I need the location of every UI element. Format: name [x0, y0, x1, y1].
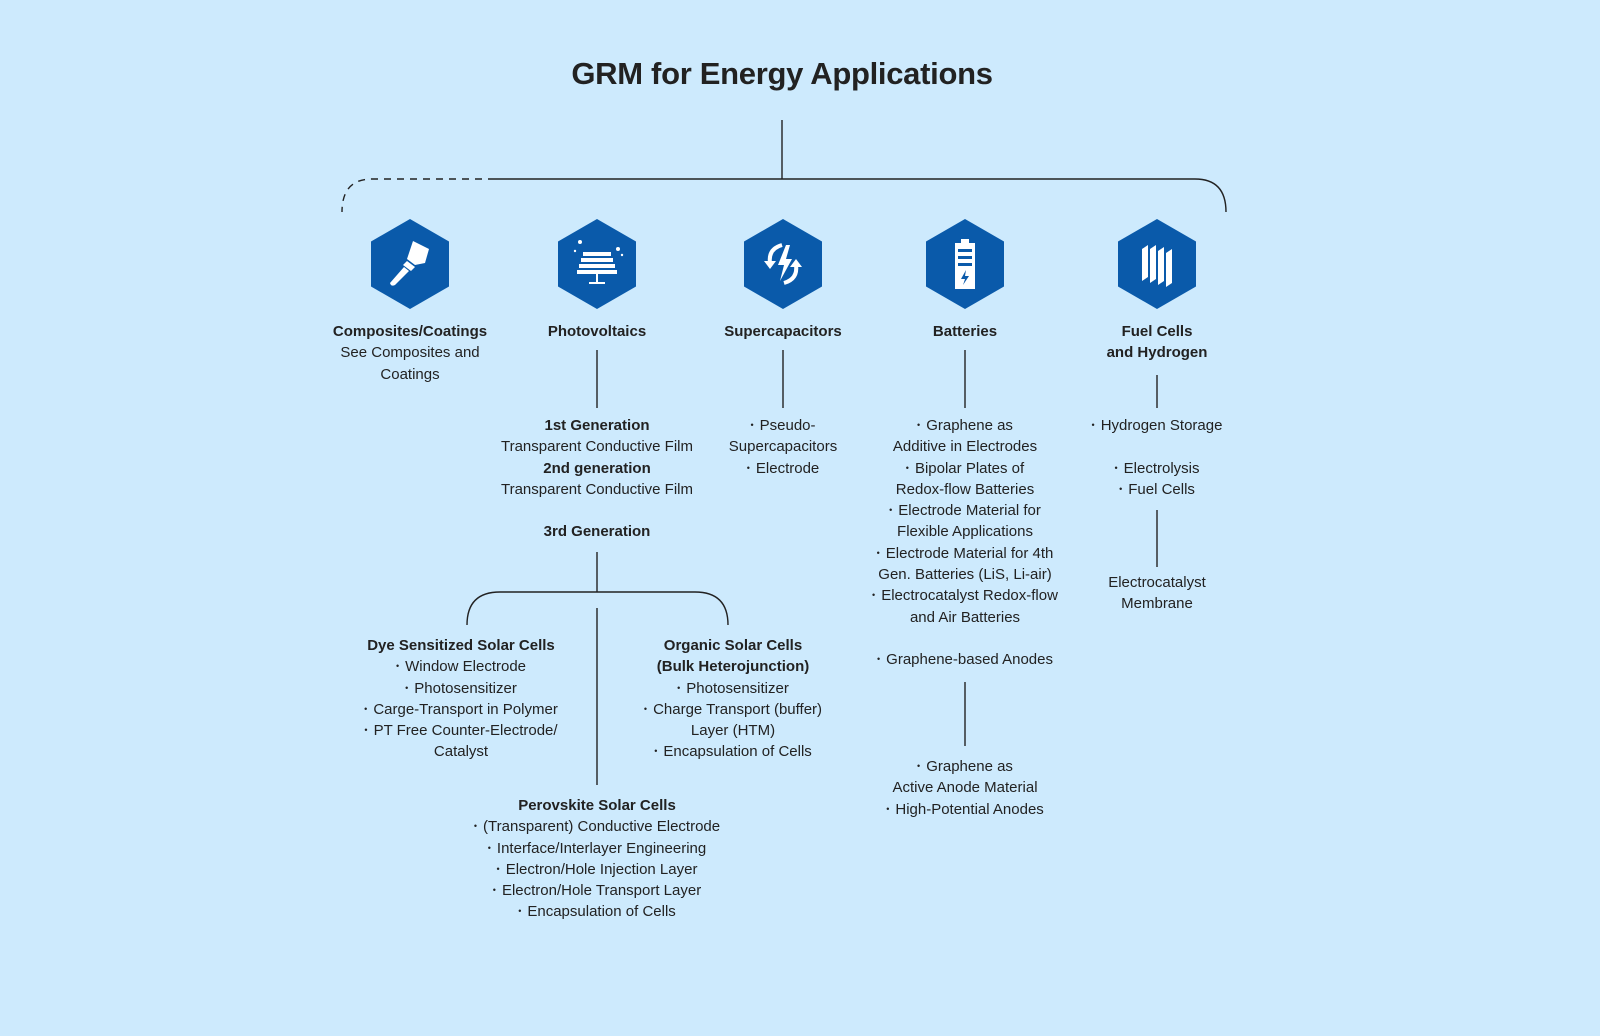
text-line: Transparent Conductive Film	[500, 480, 694, 498]
diagram-title: GRM for Energy Applications	[571, 56, 993, 91]
heading-text: Dye Sensitized Solar Cells	[367, 637, 555, 654]
solar-panel-icon	[558, 219, 636, 309]
fuel-cell-plates-icon	[1118, 219, 1196, 309]
text-line: Flexible Applications	[897, 523, 1033, 541]
category-label-fuel-cells: Fuel Cells and Hydrogen	[1027, 321, 1287, 364]
text-line: See Composites and	[340, 344, 480, 362]
text-line: Membrane	[1121, 595, 1193, 613]
battery-items: Graphene as Additive in ElectrodesBipolar…	[835, 415, 1095, 671]
hexagon-supercapacitors	[744, 219, 822, 309]
bullet-item: Electron/Hole Injection Layer	[467, 859, 727, 880]
bullet-item: Graphene-based Anodes	[835, 649, 1095, 670]
hexagon-photovoltaics	[558, 219, 636, 309]
supercapacitor-items: Pseudo- SupercapacitorsElectrode	[653, 415, 913, 479]
bullet-item: Hydrogen Storage	[1027, 415, 1287, 436]
heading-text: 2nd generation	[543, 459, 651, 477]
bullet-item: PT Free Counter-Electrode/	[331, 720, 591, 741]
bullet-item: Photosensitizer	[331, 678, 591, 699]
bullet-item: Electrode Material for 4th	[835, 543, 1095, 564]
dye-sensitized-solar-cells: Dye Sensitized Solar CellsWindow Electro…	[331, 635, 591, 763]
bullet-item: Electrode	[653, 458, 913, 479]
bullet-item: Graphene as	[835, 415, 1095, 436]
category-label-photovoltaics: Photovoltaics	[467, 321, 727, 342]
heading-text: and Hydrogen	[1106, 344, 1208, 362]
dashed-branch	[341, 178, 495, 213]
bullet-item: Electrolysis	[1027, 458, 1287, 479]
category-label-supercapacitors: Supercapacitors	[653, 321, 913, 342]
bullet-item: Window Electrode	[331, 656, 591, 677]
bullet-item: Electrocatalyst Redox-flow	[835, 585, 1095, 606]
bullet-item: (Transparent) Conductive Electrode	[467, 816, 727, 837]
heading-text: Perovskite Solar Cells	[518, 797, 676, 814]
heading-text: (Bulk Heterojunction)	[656, 658, 810, 676]
text-line: Redox-flow Batteries	[895, 480, 1035, 498]
bullet-item: Photosensitizer	[603, 678, 863, 699]
battery-anode-items: Graphene as Active Anode MaterialHigh-Pot…	[835, 756, 1095, 820]
text-line: Active Anode Material	[892, 779, 1038, 797]
heading-text: Fuel Cells	[1121, 323, 1193, 340]
text-line: Catalyst	[433, 743, 489, 761]
text-line: Gen. Batteries (LiS, Li-air)	[878, 566, 1052, 584]
heading-text: Supercapacitors	[724, 323, 842, 340]
heading-text: Organic Solar Cells	[663, 637, 803, 654]
hexagon-batteries	[926, 219, 1004, 309]
heading-text: Photovoltaics	[547, 323, 647, 340]
heading-text: 3rd Generation	[543, 523, 651, 541]
text-line	[467, 500, 727, 521]
perovskite-solar-cells: Perovskite Solar Cells (Transparent) Cond…	[467, 795, 727, 923]
text-line: Supercapacitors	[728, 438, 838, 456]
text-line: Transparent Conductive Film	[500, 438, 694, 456]
text-line	[1027, 436, 1287, 457]
bullet-item: Pseudo-	[653, 415, 913, 436]
bullet-item: Electron/Hole Transport Layer	[467, 880, 727, 901]
battery-icon	[926, 219, 1004, 309]
bullet-item: Carge-Transport in Polymer	[331, 699, 591, 720]
text-line: Electrocatalyst	[1108, 574, 1206, 591]
heading-text: 1st Generation	[544, 417, 650, 434]
bullet-item: Encapsulation of Cells	[467, 901, 727, 922]
bullet-item: High-Potential Anodes	[835, 799, 1095, 820]
text-line: and Air Batteries	[909, 608, 1021, 626]
top-branch	[495, 178, 1227, 213]
bullet-item: Electrode Material for	[835, 500, 1095, 521]
bullet-item: Fuel Cells	[1027, 479, 1287, 500]
hexagon-fuel-cells	[1118, 219, 1196, 309]
category-label-batteries: Batteries	[835, 321, 1095, 342]
text-line: Coatings	[380, 365, 440, 383]
bullet-item: Charge Transport (buffer)	[603, 699, 863, 720]
paintbrush-icon	[371, 219, 449, 309]
text-line	[835, 628, 1095, 649]
heading-text: Composites/Coatings	[332, 323, 488, 340]
bullet-item: Bipolar Plates of	[835, 458, 1095, 479]
text-line: Layer (HTM)	[690, 722, 776, 740]
organic-solar-cells: Organic Solar Cells (Bulk Heterojunction)…	[603, 635, 863, 763]
charge-cycle-icon	[744, 219, 822, 309]
bullet-item: Encapsulation of Cells	[603, 741, 863, 762]
bullet-item: Graphene as	[835, 756, 1095, 777]
third-gen-bracket	[466, 591, 729, 626]
bullet-item: Interface/Interlayer Engineering	[467, 838, 727, 859]
fuel-cell-items: Hydrogen StorageElectrolysisFuel Cells	[1027, 415, 1287, 500]
text-line: Additive in Electrodes	[892, 438, 1038, 456]
hexagon-composites	[371, 219, 449, 309]
heading-text: Batteries	[932, 323, 998, 340]
